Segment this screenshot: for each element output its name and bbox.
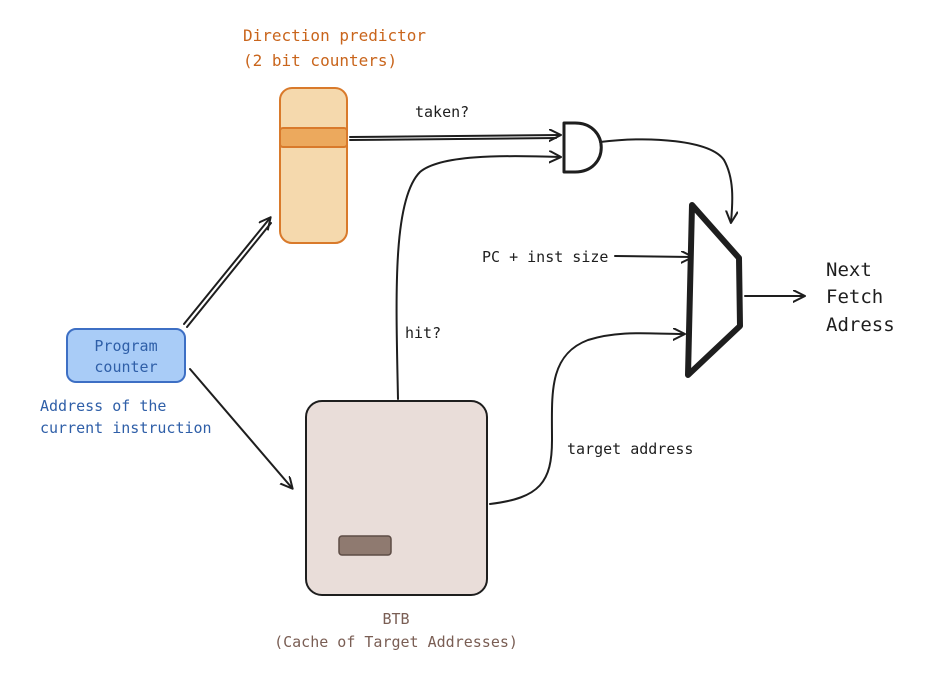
pc-to-predictor-arrow-double	[186, 222, 272, 328]
next-fetch-label-line3: Adress	[826, 314, 895, 336]
program-counter-caption-line2: current instruction	[40, 419, 212, 437]
btb-block	[305, 400, 488, 596]
pc-plus-size-label: PC + inst size	[482, 248, 608, 266]
taken-arrow-double	[349, 137, 557, 141]
program-counter-box	[66, 328, 186, 383]
taken-label: taken?	[415, 103, 469, 121]
btb-title: BTB	[382, 610, 409, 628]
pc-plus-size-arrow	[614, 256, 692, 257]
hit-arrow	[395, 156, 560, 400]
direction-predictor-block	[279, 87, 348, 244]
next-fetch-label-line2: Fetch	[826, 286, 883, 308]
hit-label: hit?	[405, 324, 441, 342]
pc-to-btb-arrow	[189, 368, 292, 488]
next-fetch-label-line1: Next	[826, 259, 872, 281]
direction-predictor-entry	[279, 127, 348, 148]
target-address-arrow	[489, 333, 684, 505]
btb-entry	[338, 535, 392, 556]
multiplexer	[685, 202, 743, 378]
program-counter-label: Program	[94, 337, 157, 355]
btb-subtitle: (Cache of Target Addresses)	[274, 633, 518, 651]
program-counter-label-line2: counter	[94, 358, 157, 376]
direction-predictor-title: Direction predictor	[243, 26, 426, 45]
pc-to-predictor-arrow	[183, 218, 270, 325]
and-gate	[562, 121, 603, 174]
target-address-label: target address	[567, 440, 693, 458]
program-counter-caption: Address of the	[40, 397, 166, 415]
taken-arrow	[349, 135, 560, 137]
and-to-mux-arrow	[599, 138, 732, 222]
direction-predictor-subtitle: (2 bit counters)	[243, 51, 397, 70]
